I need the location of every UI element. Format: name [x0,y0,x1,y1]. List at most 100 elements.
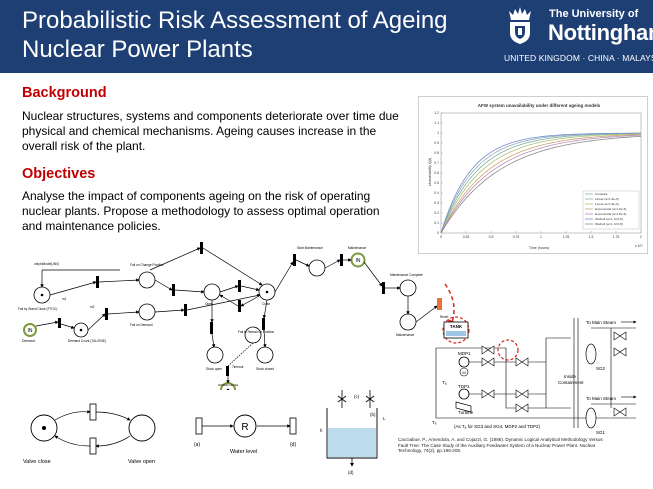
background-text: Nuclear structures, systems and componen… [22,109,422,154]
water-level-label: Water level [230,449,257,455]
label-stuck-open: Stuck open [206,367,222,371]
turbine-icon [455,401,472,413]
chart-ytick-label: 0 [437,231,439,235]
valve-transition-top [89,403,97,421]
chart-ytick-label: 1.1 [434,121,439,125]
logo-line-1: The University of [549,8,639,20]
l-label: L [383,416,386,421]
chart-xtick-label: 0.25 [463,235,470,239]
transition-14 [58,318,61,328]
sg1-vessel [585,407,597,429]
h-label: h [320,428,323,433]
chart-ytick-label: 1 [437,131,439,135]
valve-diagrams: R (a) (d) Valve close Valve open Water l… [23,390,386,475]
chart-ylabel: Unavailability Q(t) [428,158,432,186]
chart-series-line [440,133,642,234]
transition-7 [238,300,241,312]
a-label: (a) [194,442,200,448]
water-level-place [233,414,257,438]
chart-ytick-label: 0.7 [434,161,439,165]
chart-legend-label: Weibull (a=1, b=0.8) [595,222,623,226]
reference-citation: Cacciabue, P., Amendola, A. and Cojazzi,… [398,437,648,454]
petri-net-diagram: IN IN [18,242,448,390]
tank-water [328,428,376,457]
label-m2: m2 [90,305,95,309]
transition-6 [238,280,241,292]
chart-x-exponent: x 10⁴ [635,244,643,248]
objectives-line-2: nuclear plants. Propose a methodology to… [22,204,380,218]
token-in-label-2: IN [356,258,361,264]
chart-legend-label: Exponential (a=1.8e-5) [595,207,626,211]
objectives-heading: Objectives [22,166,96,182]
place-open [203,283,221,301]
chart-xtick-label: 1 [540,235,542,239]
tank-label: TANK [450,324,463,329]
chart-series-line [440,132,642,234]
label-m1: m1 [62,297,67,301]
transition-13 [226,366,229,376]
chart-svg: AFW system unavailability under differen… [428,103,643,250]
chart-series-line [440,135,642,234]
chart-ytick-label: 0.6 [434,171,439,175]
label-water-level-node: WATER LEVEL [218,383,239,387]
chart-ytick-label: 0.5 [434,181,439,185]
turbine-label: Turbine [458,410,474,415]
valve-open-label: Valve open [128,459,155,465]
transition-8 [293,254,296,266]
ta-label: Tₐ [442,380,447,385]
logo-line-2: Nottingham [548,20,653,45]
chart-legend-label: Linear (a=1.8e-5) [595,197,619,201]
chart-xtick-label: 0 [440,235,442,239]
mdp1-pump [458,356,470,368]
label-remote: Demand Count (TAU ENE) [68,339,106,343]
chart-series-line [440,133,642,234]
chart-ytick-label: 0.3 [434,201,439,205]
chart-legend-label: Exponential (a=1.8e-6) [595,212,626,216]
title-line-1: Probabilistic Risk Assessment of Ageing [22,7,448,34]
place-start-maintenance [308,259,326,277]
transition-11 [210,322,213,334]
page-title: Probabilistic Risk Assessment of Ageing … [22,6,492,64]
m-label: M [462,370,465,375]
transition-12 [262,318,265,330]
label-maintenance-complete: Maintenance Complete [390,273,423,277]
main-steam-bottom-label: To Main Steam [586,396,616,401]
chart-xtick-label: 1.5 [589,235,594,239]
transition-1 [96,276,99,288]
place-stuck-open [206,346,224,364]
main-steam-top-label: To Main Steam [586,320,616,325]
feedwater-system-diagram: TANK MDP1 M TDP1 Turbine Tₐ Tₑ SG2 SG1 [432,316,637,435]
label-fail-change: Fail on Change Position [130,263,164,267]
chart-ytick-label: 0.4 [434,191,439,195]
tb-label: Tₑ [432,420,437,425]
unavailability-chart: AFW system unavailability under differen… [418,96,648,254]
logo-locations: UNITED KINGDOM · CHINA · MALAYSIA [504,53,653,63]
place-fail-demand [138,303,156,321]
b-label: (b) [370,412,376,417]
d-label-tank: (d) [348,470,354,475]
label-maintenance-node: Maintenance [396,333,414,337]
label-timeout: Timeout [232,365,244,369]
valve-open-place [128,414,156,442]
label-open: Open [205,302,213,306]
motor-icon [459,367,469,377]
sg2-label: SG2 [596,366,606,371]
label-maintenance: Maintenance [348,246,366,250]
chart-xtick-label: 1.25 [563,235,570,239]
chart-title: AFW system unavailability under differen… [478,103,601,108]
objectives-text: Analyse the impact of components ageing … [22,189,422,234]
token-in-label-1: IN [28,328,33,334]
place-demand-in [23,323,37,337]
tdp1-pump [458,388,470,400]
chart-legend-label: Linear (a=1.8e-6) [595,202,619,206]
university-crest-icon [509,7,531,44]
label-reset: Reset [440,315,448,319]
chart-ytick-label: 0.1 [434,221,439,225]
r-label: R [241,422,248,433]
transition-3 [172,284,175,296]
chart-legend-box [582,190,640,230]
background-line-2: physical and chemical mechanisms. Ageing… [22,124,377,138]
label-close: Close [262,302,270,306]
